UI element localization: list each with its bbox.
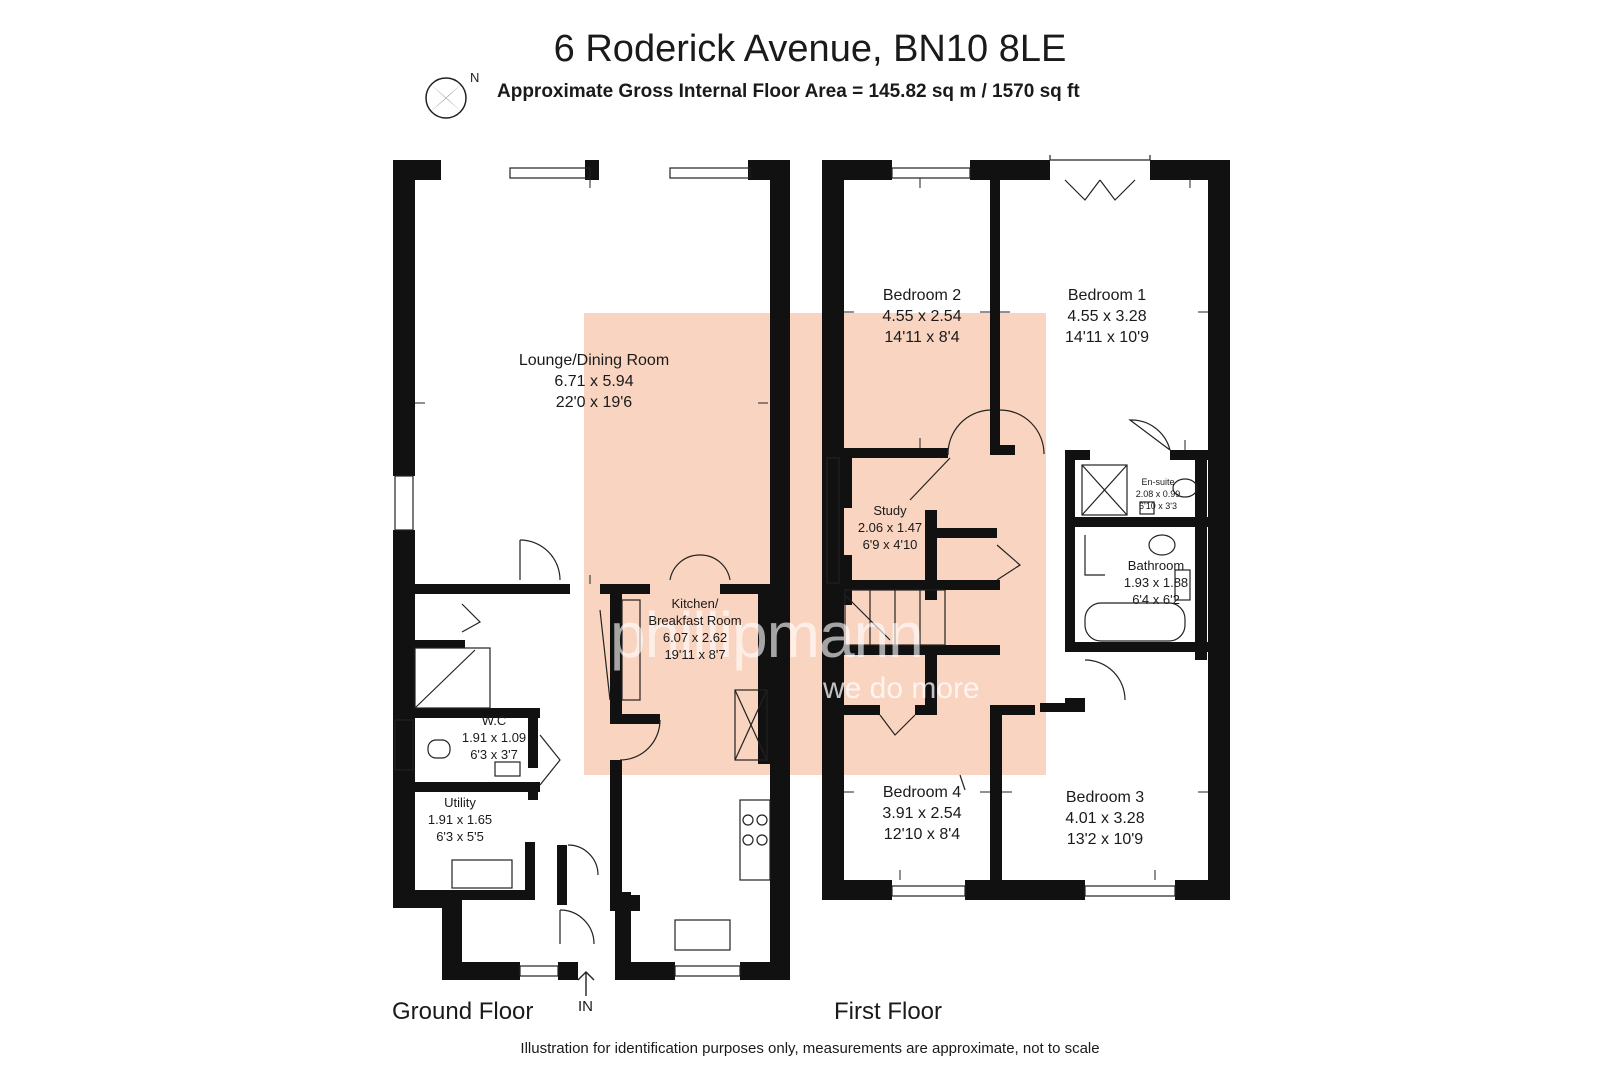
- room-kitchen: Kitchen/ Breakfast Room 6.07 x 2.62 19'1…: [648, 596, 741, 664]
- compass-north-label: N: [470, 70, 479, 85]
- room-imperial: 13'2 x 10'9: [1066, 830, 1144, 848]
- room-name: W.C: [481, 713, 507, 728]
- room-metric: 2.08 x 0.99: [1135, 489, 1181, 500]
- room-ensuite: En-suite 2.08 x 0.99 6'10 x 3'3: [1136, 476, 1181, 512]
- room-metric: 3.91 x 2.54: [882, 804, 962, 822]
- room-utility: Utility 1.91 x 1.65 6'3 x 5'5: [428, 795, 492, 846]
- disclaimer-text: Illustration for identification purposes…: [520, 1040, 1100, 1057]
- room-name: Study: [873, 503, 907, 518]
- room-imperial: 14'11 x 8'4: [884, 328, 960, 346]
- watermark-tagline: we do more: [823, 672, 980, 705]
- room-metric: 1.93 x 1.88: [1123, 574, 1189, 590]
- room-metric: 4.55 x 3.28: [1067, 307, 1147, 325]
- room-name: Kitchen/: [671, 596, 719, 611]
- room-name: Utility: [444, 795, 476, 810]
- room-metric: 2.06 x 1.47: [857, 519, 923, 535]
- watermark-panel: [584, 313, 1046, 775]
- room-metric: 1.91 x 1.65: [427, 811, 493, 827]
- first-floor-fixtures: [826, 155, 1198, 897]
- room-lounge: Lounge/Dining Room 6.71 x 5.94 22'0 x 19…: [519, 351, 669, 413]
- room-study: Study 2.06 x 1.47 6'9 x 4'10: [858, 503, 922, 554]
- entrance-label: IN: [578, 998, 593, 1015]
- room-wc: W.C 1.91 x 1.09 6'3 x 3'7: [462, 713, 526, 764]
- first-floor-walls: [822, 160, 1230, 900]
- compass-icon: N: [425, 70, 479, 119]
- room-bedroom-2: Bedroom 2 4.55 x 2.54 14'11 x 8'4: [882, 286, 961, 348]
- room-name: Bedroom 4: [882, 784, 962, 801]
- room-metric: 6.07 x 2.62: [662, 629, 728, 645]
- room-name: Bedroom 2: [882, 287, 962, 304]
- floor-area-subtitle: Approximate Gross Internal Floor Area = …: [497, 81, 1080, 102]
- ground-floor-walls: [393, 160, 790, 980]
- room-bedroom-3: Bedroom 3 4.01 x 3.28 13'2 x 10'9: [1065, 788, 1144, 850]
- room-bedroom-1: Bedroom 1 4.55 x 3.28 14'11 x 10'9: [1065, 286, 1149, 348]
- room-imperial: 22'0 x 19'6: [555, 393, 633, 411]
- room-name: Bedroom 3: [1065, 789, 1145, 806]
- first-floor-label: First Floor: [834, 998, 942, 1025]
- room-imperial: 14'11 x 10'9: [1064, 328, 1150, 346]
- room-name-line2: Breakfast Room: [648, 612, 742, 628]
- room-name: Lounge/Dining Room: [518, 352, 670, 369]
- dimension-ticks: [415, 178, 1208, 880]
- room-imperial: 6'9 x 4'10: [862, 536, 918, 552]
- room-metric: 1.91 x 1.09: [461, 729, 527, 745]
- ground-floor-label: Ground Floor: [392, 998, 534, 1025]
- room-bedroom-4: Bedroom 4 3.91 x 2.54 12'10 x 8'4: [882, 783, 961, 845]
- room-imperial: 6'3 x 5'5: [436, 828, 484, 844]
- page-title: 6 Roderick Avenue, BN10 8LE: [553, 28, 1067, 70]
- ground-floor-fixtures: [394, 167, 771, 977]
- room-imperial: 6'3 x 3'7: [470, 746, 518, 762]
- room-imperial: 12'10 x 8'4: [883, 825, 961, 843]
- room-metric: 4.01 x 3.28: [1065, 809, 1145, 827]
- room-imperial: 6'10 x 3'3: [1139, 501, 1177, 512]
- watermark-brand: phillipmann: [610, 599, 924, 671]
- room-name: En-suite: [1141, 477, 1175, 487]
- room-imperial: 6'4 x 6'2: [1132, 591, 1180, 607]
- room-name: Bedroom 1: [1067, 287, 1147, 304]
- room-metric: 4.55 x 2.54: [882, 307, 962, 325]
- room-metric: 6.71 x 5.94: [554, 372, 634, 390]
- room-name: Bathroom: [1127, 558, 1185, 573]
- entrance-arrow-icon: [577, 971, 595, 996]
- room-bathroom: Bathroom 1.93 x 1.88 6'4 x 6'2: [1124, 558, 1188, 609]
- room-imperial: 19'11 x 8'7: [664, 646, 726, 662]
